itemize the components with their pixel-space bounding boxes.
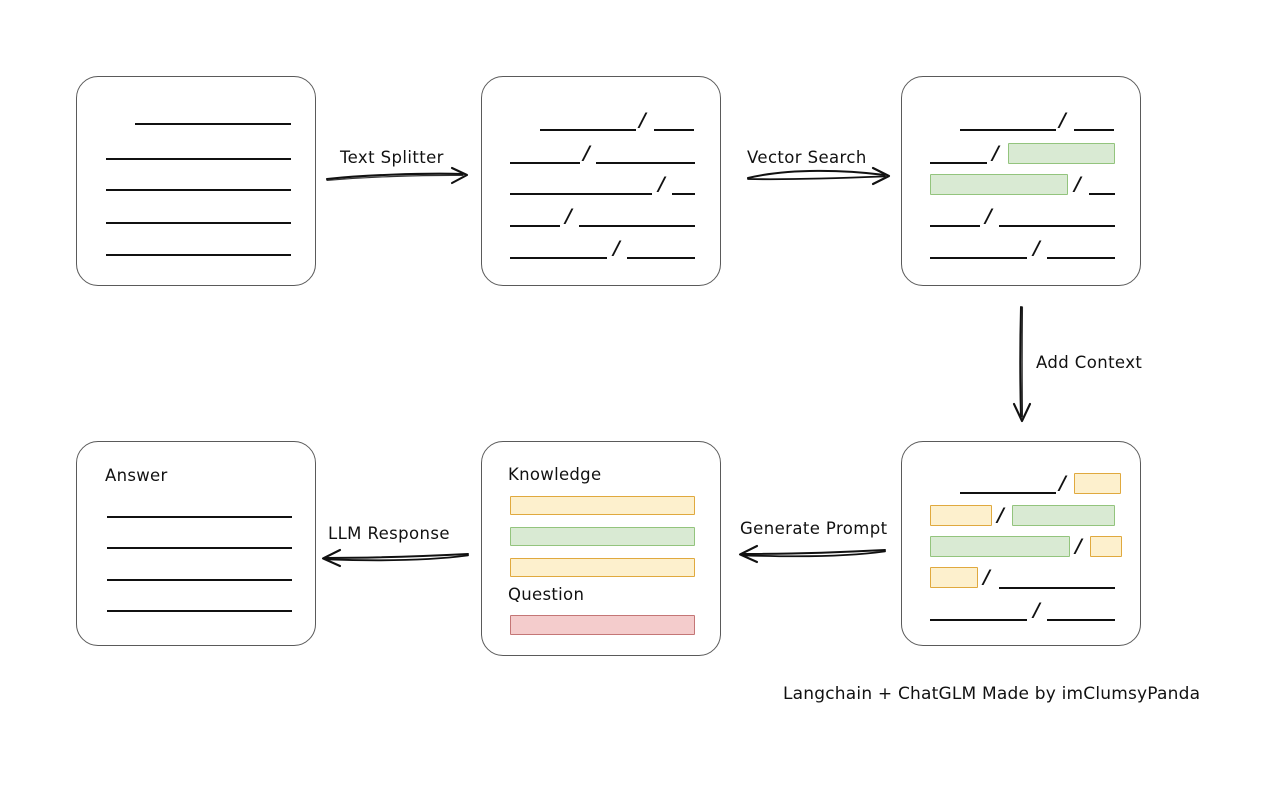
slash-separator: / <box>1075 535 1082 557</box>
slash-separator: / <box>583 142 590 164</box>
highlight-chip-yellow[interactable] <box>1090 536 1122 557</box>
text-line <box>107 610 292 612</box>
text-line <box>1089 193 1115 195</box>
question-chip-red[interactable] <box>510 615 695 635</box>
highlight-chip-green[interactable] <box>1012 505 1115 526</box>
text-line <box>930 257 1027 259</box>
edge-arrow-add-context <box>1012 306 1032 423</box>
slash-separator: / <box>985 205 992 227</box>
slash-separator: / <box>997 504 1004 526</box>
text-line <box>510 193 652 195</box>
slash-separator: / <box>1074 173 1081 195</box>
edge-label-vector-search: Vector Search <box>747 148 867 167</box>
slash-separator: / <box>1059 109 1066 131</box>
prompt-question-label: Question <box>508 585 585 604</box>
diagram-caption: Langchain + ChatGLM Made by imClumsyPand… <box>783 684 1201 704</box>
text-line <box>106 189 291 191</box>
text-line <box>930 162 987 164</box>
node-split-chunks[interactable]: / / / / / <box>481 76 721 286</box>
text-line <box>1074 129 1114 131</box>
edge-arrow-text-splitter <box>325 166 469 185</box>
highlight-chip-green[interactable] <box>1008 143 1115 164</box>
node-answer[interactable]: Answer <box>76 441 316 646</box>
text-line <box>1047 619 1115 621</box>
slash-separator: / <box>658 173 665 195</box>
text-line <box>596 162 695 164</box>
text-line <box>540 129 636 131</box>
text-line <box>106 158 291 160</box>
slash-separator: / <box>639 109 646 131</box>
text-line <box>930 225 980 227</box>
highlight-chip-yellow[interactable] <box>1074 473 1121 494</box>
node-context-added[interactable]: / / / / / <box>901 441 1141 646</box>
text-line <box>930 619 1027 621</box>
edge-arrow-llm-response <box>321 548 469 568</box>
highlight-chip-green[interactable] <box>930 174 1068 195</box>
text-line <box>135 123 291 125</box>
text-line <box>107 516 292 518</box>
slash-separator: / <box>1033 599 1040 621</box>
knowledge-chip-yellow-2[interactable] <box>510 558 695 577</box>
text-line <box>960 492 1056 494</box>
text-line <box>107 579 292 581</box>
answer-label: Answer <box>105 466 168 485</box>
slash-separator: / <box>983 566 990 588</box>
text-line <box>510 257 607 259</box>
edge-label-text-splitter: Text Splitter <box>340 148 444 167</box>
edge-label-generate-prompt: Generate Prompt <box>740 519 888 538</box>
slash-separator: / <box>565 205 572 227</box>
highlight-chip-yellow[interactable] <box>930 567 978 588</box>
text-line <box>672 193 695 195</box>
knowledge-chip-yellow-1[interactable] <box>510 496 695 515</box>
edge-arrow-vector-search <box>747 166 891 186</box>
slash-separator: / <box>1059 472 1066 494</box>
highlight-chip-green[interactable] <box>930 536 1070 557</box>
text-line <box>999 225 1115 227</box>
knowledge-chip-green-1[interactable] <box>510 527 695 546</box>
text-line <box>960 129 1056 131</box>
prompt-knowledge-label: Knowledge <box>508 465 602 484</box>
slash-separator: / <box>613 237 620 259</box>
text-line <box>510 162 580 164</box>
slash-separator: / <box>1033 237 1040 259</box>
text-line <box>510 225 560 227</box>
text-line <box>579 225 695 227</box>
edge-label-add-context: Add Context <box>1036 353 1143 372</box>
text-line <box>106 254 291 256</box>
text-line <box>999 587 1115 589</box>
text-line <box>107 547 292 549</box>
highlight-chip-yellow[interactable] <box>930 505 992 526</box>
text-line <box>1047 257 1115 259</box>
edge-label-llm-response: LLM Response <box>328 524 450 543</box>
slash-separator: / <box>992 142 999 164</box>
edge-arrow-generate-prompt <box>738 544 886 564</box>
node-source-document[interactable] <box>76 76 316 286</box>
node-matched-chunks[interactable]: / / / / / <box>901 76 1141 286</box>
node-prompt[interactable]: Knowledge Question <box>481 441 721 656</box>
text-line <box>654 129 694 131</box>
text-line <box>627 257 695 259</box>
text-line <box>106 222 291 224</box>
